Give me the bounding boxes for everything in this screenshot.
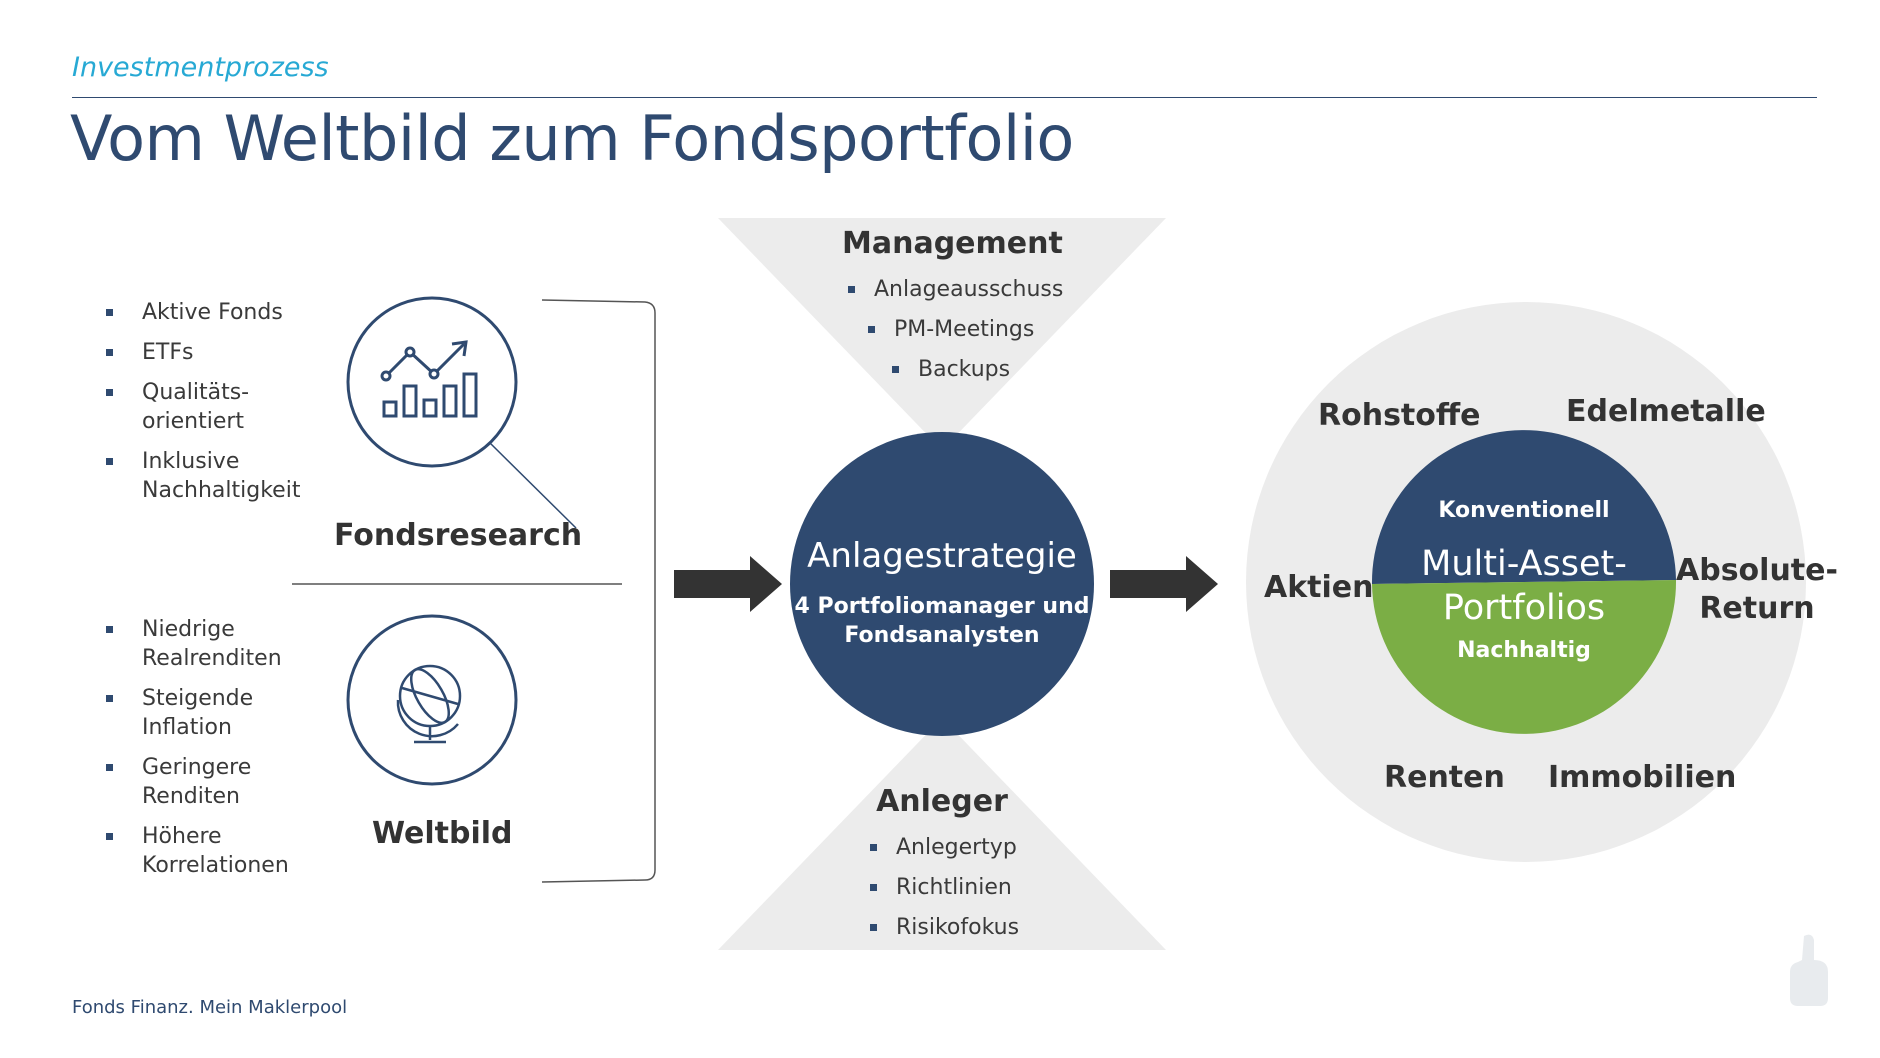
management-title: Management [842, 226, 1063, 261]
portfolio-conventional-half [1371, 430, 1676, 584]
research-icon-circle [346, 296, 518, 468]
list-item: Qualitäts-orientiert [106, 378, 336, 436]
management-list: Anlageausschuss PM-Meetings Backups [848, 270, 1063, 390]
footer-brand: Fonds Finanz. Mein Maklerpool [72, 997, 348, 1018]
strategy-title: Anlagestrategie [807, 536, 1077, 576]
asset-absolute-return: Absolute- Return [1676, 553, 1838, 626]
thumb-logo-icon [1790, 934, 1828, 1006]
asset-edelmetalle: Edelmetalle [1566, 394, 1766, 429]
list-item: Backups [892, 350, 1063, 390]
chart-magnifier-icon [380, 340, 478, 418]
arrow-right-icon [674, 556, 782, 612]
list-item: Anlageausschuss [848, 270, 1063, 310]
portfolio-title: Multi-Asset- Portfolios [1421, 544, 1627, 628]
section-kicker: Investmentprozess [72, 52, 329, 83]
arrow-right-icon [1110, 556, 1218, 612]
strategy-subtitle: 4 Portfoliomanager und Fondsanalysten [794, 594, 1090, 648]
globe-icon [396, 664, 462, 744]
anleger-title: Anleger [876, 784, 1008, 819]
anleger-list: Anlegertyp Richtlinien Risikofokus [870, 828, 1019, 948]
conventional-label: Konventionell [1438, 498, 1610, 523]
asset-rohstoffe: Rohstoffe [1318, 398, 1481, 433]
asset-renten: Renten [1384, 760, 1505, 795]
list-item: Aktive Fonds [106, 298, 336, 327]
page-title: Vom Weltbild zum Fondsportfolio [70, 102, 1074, 175]
bracket-line [541, 299, 656, 883]
management-triangle [718, 218, 1166, 450]
header-divider [72, 97, 1817, 98]
sustainable-label: Nachhaltig [1457, 638, 1591, 663]
asset-aktien: Aktien [1264, 570, 1374, 605]
list-item: Risikofokus [870, 908, 1019, 948]
weltbild-icon-circle [346, 614, 518, 786]
fondsresearch-label: Fondsresearch [334, 518, 583, 553]
list-item: ETFs [106, 338, 336, 367]
fondsresearch-bullets: Aktive Fonds ETFs Qualitäts-orientiert I… [106, 298, 336, 516]
list-item: PM-Meetings [868, 310, 1063, 350]
portfolio-sustainable-half [1372, 580, 1677, 734]
weltbild-label: Weltbild [372, 816, 513, 851]
magnifier-handle [489, 442, 577, 529]
list-item: Richtlinien [870, 868, 1019, 908]
asset-immobilien: Immobilien [1548, 760, 1737, 795]
anleger-triangle [718, 718, 1166, 950]
list-item: Anlegertyp [870, 828, 1019, 868]
strategy-circle [790, 432, 1094, 736]
